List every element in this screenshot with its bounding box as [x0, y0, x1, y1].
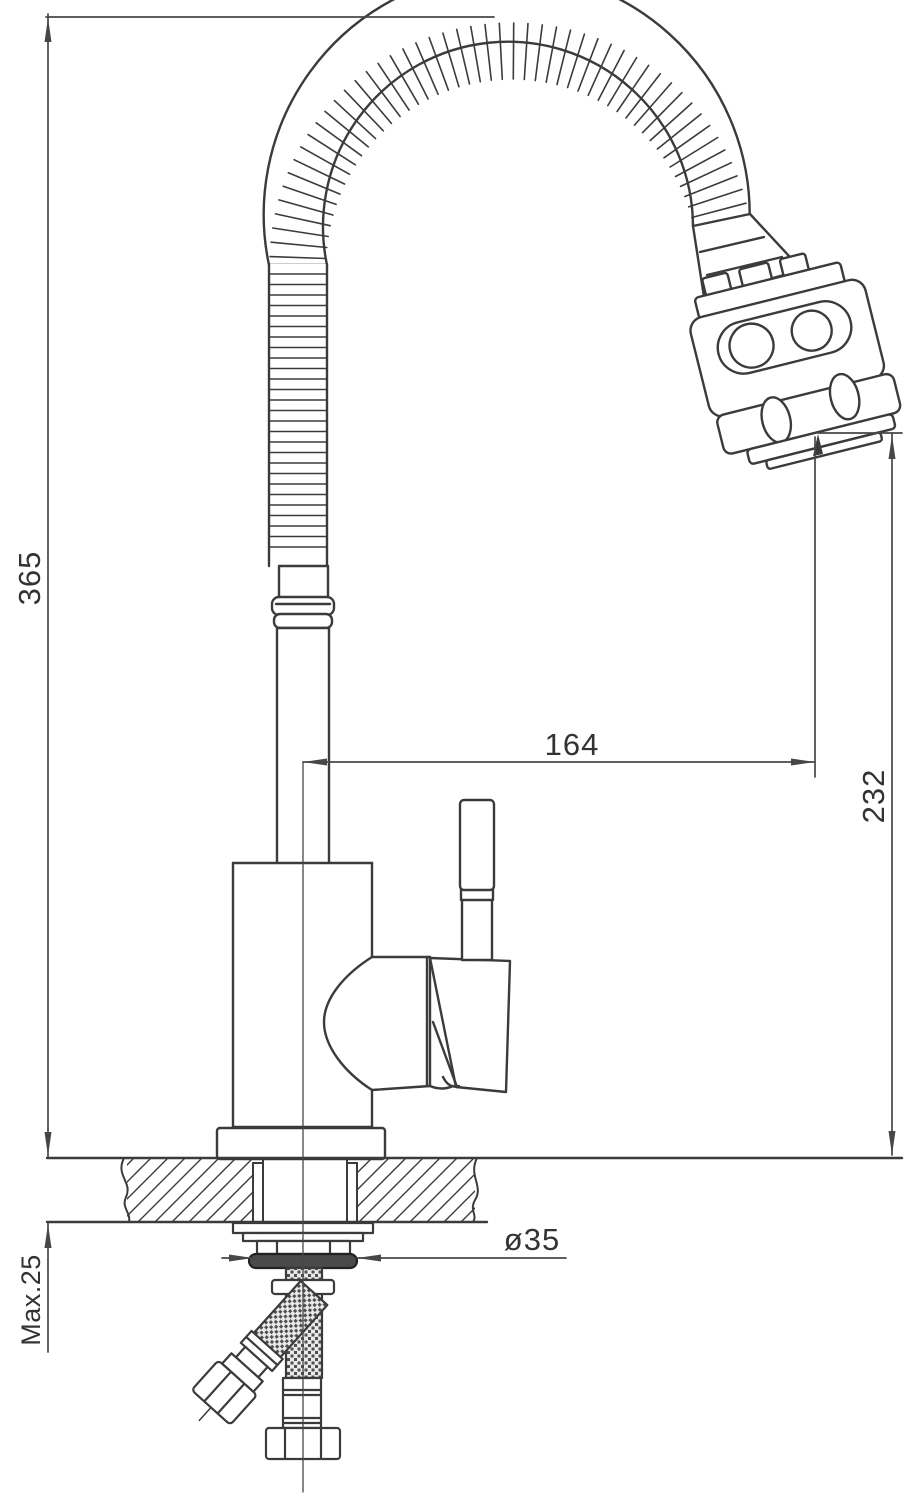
valve-boss [322, 955, 455, 1092]
collar-ring-lower [272, 612, 334, 630]
hose-fitting [281, 1376, 323, 1430]
base-flange [215, 1126, 387, 1161]
spray-head [689, 252, 902, 470]
collar-ring-upper [270, 595, 336, 617]
hose-straight-section [269, 264, 327, 567]
countertop-left-break [120, 1157, 131, 1223]
hose-ribs-straight [269, 273, 327, 548]
valve-boss-fill [324, 957, 430, 1090]
dimension-label-365: 365 [12, 551, 47, 606]
hose-end-cylinder [277, 564, 330, 600]
grip-scallop-right [828, 372, 861, 421]
dimension-label-164: 164 [545, 727, 600, 762]
handle-lever [428, 798, 512, 1094]
aerator-face [765, 431, 884, 470]
faucet [215, 0, 902, 1161]
dimension-outlet-height: 232 [814, 432, 903, 1156]
mounting-hardware [192, 1221, 375, 1461]
dimension-mounting-hole: ø35 [221, 1222, 567, 1262]
dimension-spout-reach: 164 [302, 727, 816, 766]
countertop-section [45, 1156, 904, 1224]
handle-base [428, 956, 512, 1094]
dimension-label-max25: Max.25 [16, 1254, 46, 1346]
hose-fitting [221, 1329, 284, 1393]
dimension-deck-thickness: Max.25 [16, 1221, 52, 1353]
mounting-hole [252, 1158, 358, 1223]
spray-mode-button-left [728, 322, 775, 369]
handle-base-arc [441, 1075, 461, 1088]
dimension-label-232: 232 [856, 769, 891, 824]
countertop-right-break [471, 1157, 479, 1223]
hose-band-outline [262, 0, 751, 267]
countertop-hatch-left [127, 1158, 253, 1222]
handle-rod-upper [458, 798, 496, 892]
spray-mode-button-right [790, 309, 833, 352]
handle-base-fold [431, 1020, 459, 1089]
hose-ribs [269, 22, 747, 260]
handle-rod-lower [460, 896, 494, 962]
dimension-annotations: 365 Max.25 164 232 [12, 13, 903, 1493]
hose-tail [198, 1406, 212, 1422]
dimension-label-d35: ø35 [504, 1222, 560, 1257]
supply-hose-angled [192, 1279, 329, 1425]
dimension-overall-height: 365 [12, 13, 52, 1159]
flexible-corrugated-hose [262, 0, 751, 568]
countertop-hatch-right [357, 1158, 475, 1222]
